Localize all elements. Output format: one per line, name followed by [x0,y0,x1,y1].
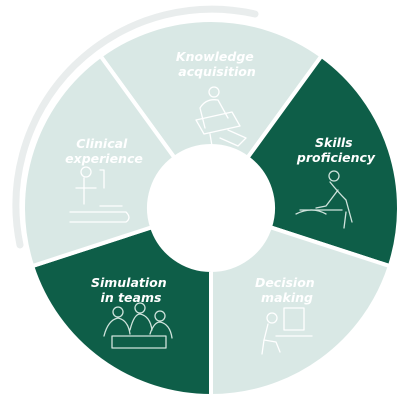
svg-text:Skills proficiency: Skills proficiency [296,135,376,165]
svg-text:Decision making: Decision making [255,275,319,305]
patient-bed-icon [69,166,130,223]
svg-text:Knowledge acquisition: Knowledge acquisition [176,49,258,79]
person-at-computer-icon [261,307,313,355]
outer-arc [12,5,259,249]
segment-label-skills: Skills proficiency [296,135,376,165]
center-label-line-2: Learning [176,213,246,232]
center-label: Circle of Learning [176,191,247,232]
segment-label-knowledge: Knowledge acquisition [176,49,258,79]
center-circle [148,145,274,271]
segment-label-decision: Decision making [255,275,319,305]
svg-text:Clinical experience: Clinical experience [65,136,143,166]
center-label-line-1: Circle of [176,191,244,210]
team-group-icon [103,302,173,349]
segment-label-simulation: Simulation in teams [91,275,171,305]
reading-person-icon [195,86,247,147]
svg-text:Simulation in teams: Simulation in teams [91,275,171,305]
segment-label-clinical: Clinical experience [65,136,143,166]
bending-practitioner-icon [295,170,353,229]
